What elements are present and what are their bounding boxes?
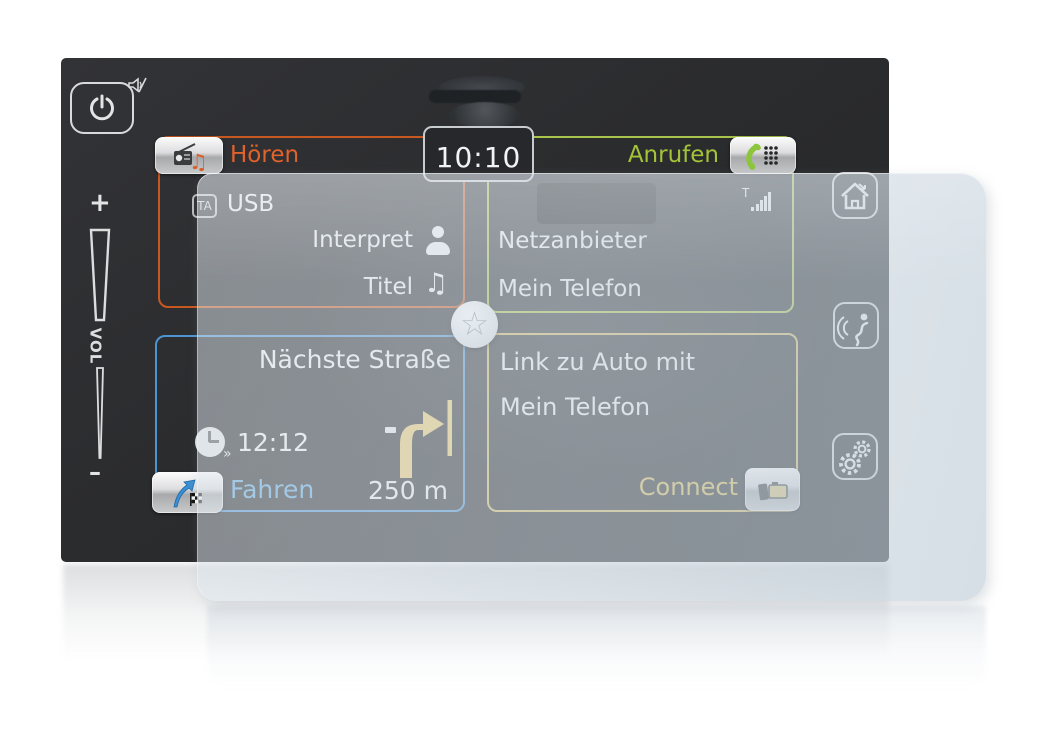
volume-slider[interactable] — [86, 226, 114, 466]
volume-up-button[interactable]: + — [89, 188, 111, 218]
clock-display: 10:10 — [423, 126, 534, 182]
tab-call-label: Anrufen — [627, 142, 719, 168]
power-icon — [90, 94, 114, 121]
speaker-muted-icon — [128, 77, 147, 93]
volume-label-wrap: VOL — [71, 326, 119, 366]
film-reflection — [207, 606, 986, 690]
volume-label: VOL — [86, 327, 104, 365]
mount-bracket — [421, 76, 533, 130]
phone-keypad-icon — [746, 143, 778, 170]
bracket-bar — [429, 90, 521, 103]
power-button[interactable] — [70, 82, 134, 134]
tab-listen-label: Hören — [230, 142, 300, 168]
radio-music-icon: ♫ — [174, 142, 208, 171]
volume-down-button[interactable]: – — [89, 458, 101, 486]
tab-listen[interactable]: ♫ — [155, 137, 223, 174]
svg-text:♫: ♫ — [189, 150, 208, 171]
tab-call[interactable] — [730, 137, 796, 174]
bracket-disc — [449, 102, 521, 128]
screen-protector-film — [197, 173, 986, 601]
clock-time: 10:10 — [435, 141, 522, 174]
